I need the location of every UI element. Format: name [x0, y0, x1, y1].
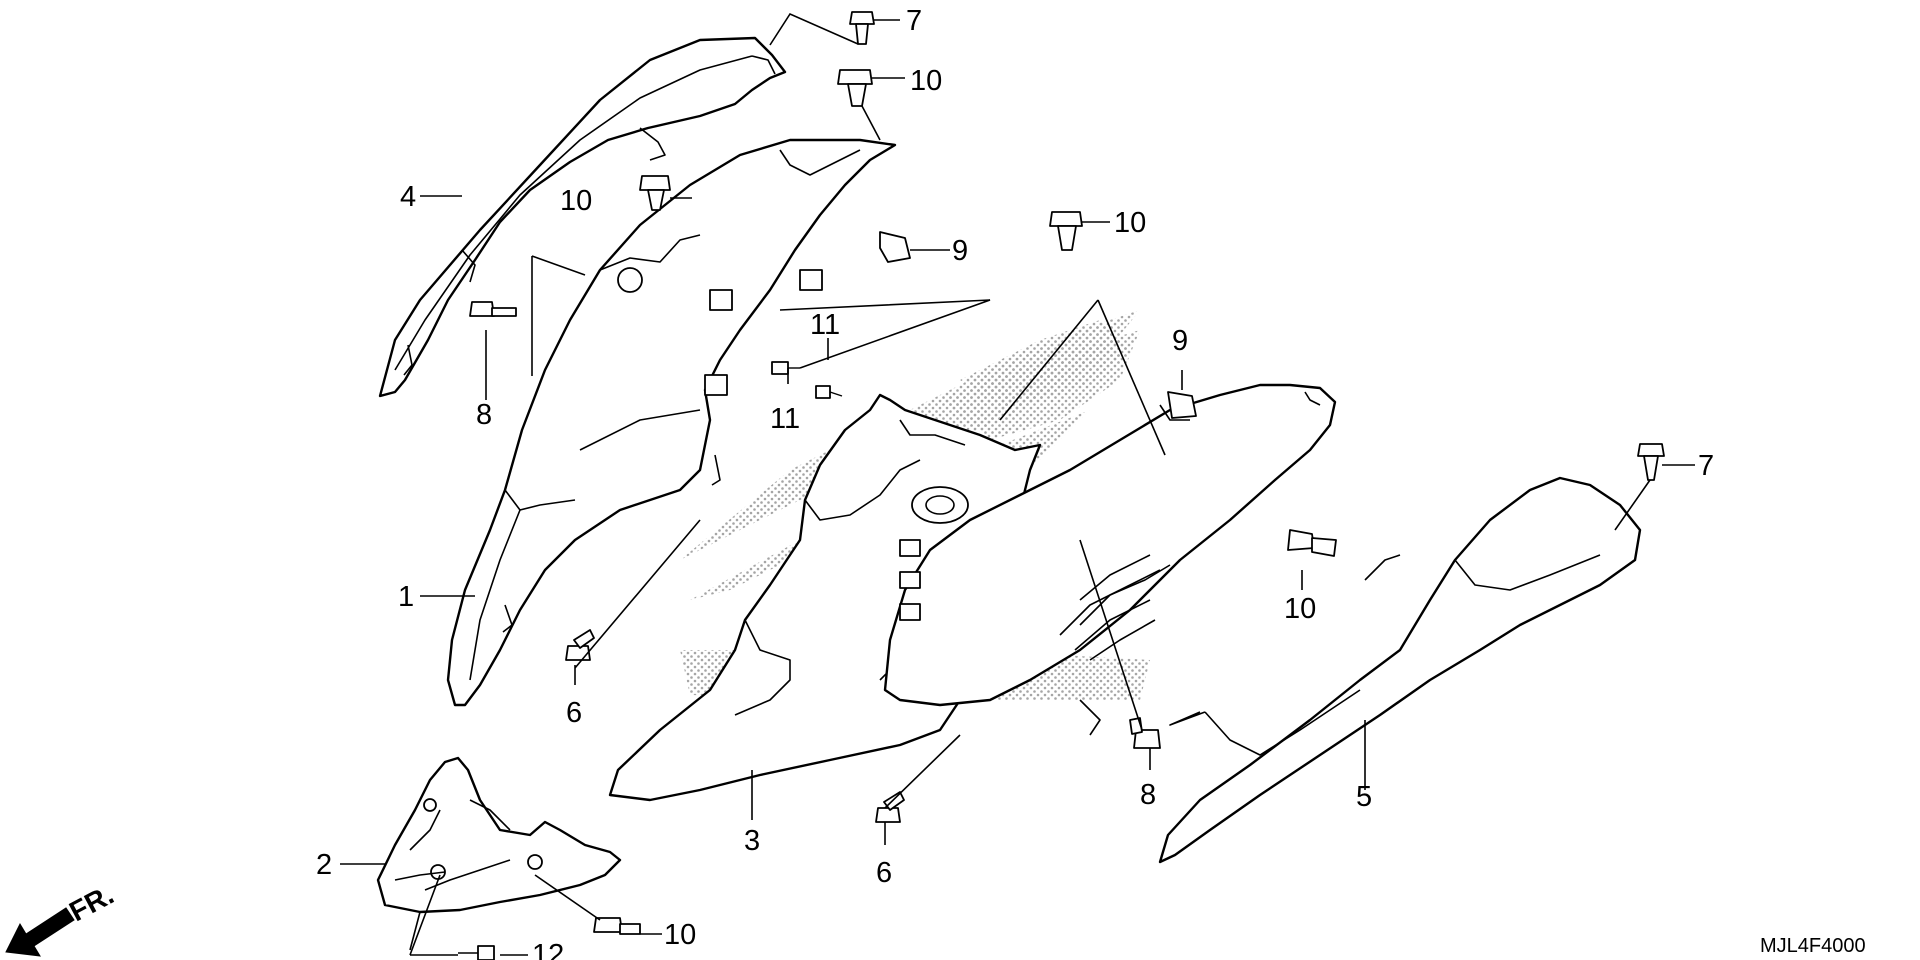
bolt-8-right — [1129, 717, 1161, 749]
callout-11-bottom: 11 — [770, 403, 800, 435]
callout-2: 2 — [316, 849, 332, 881]
clip-10-top — [837, 69, 873, 107]
bolt-8-left — [469, 301, 517, 317]
part-5-side-cover — [1158, 476, 1642, 864]
leader-lines — [340, 12, 1695, 956]
callout-7-top: 7 — [906, 5, 922, 37]
clip-10-right — [1287, 529, 1337, 557]
screw-11-left — [771, 361, 800, 375]
bolt-6-right — [875, 791, 905, 823]
callout-4: 4 — [400, 181, 416, 213]
callout-9-left: 9 — [952, 235, 968, 267]
screw-11-right — [815, 385, 843, 399]
part-1-front-cover — [446, 138, 897, 707]
callout-11-top: 11 — [810, 309, 840, 341]
callout-1: 1 — [398, 581, 414, 613]
callout-10-left: 10 — [560, 185, 592, 217]
nut-9-left — [879, 231, 911, 263]
bolt-7-right — [1637, 443, 1665, 481]
part-4-upper-cover — [378, 36, 787, 398]
clip-10-center — [1049, 211, 1083, 251]
part-3-side-panel — [883, 383, 1337, 736]
callout-5: 5 — [1356, 781, 1372, 813]
callout-8-left: 8 — [476, 399, 492, 431]
screw-12 — [458, 945, 495, 960]
callout-8-right: 8 — [1140, 779, 1156, 811]
callout-10-top: 10 — [910, 65, 942, 97]
callout-3: 3 — [744, 825, 760, 857]
bolt-7-top — [849, 11, 875, 45]
callout-6-right: 6 — [876, 857, 892, 889]
diagram-code: MJL4F4000 — [1760, 935, 1866, 957]
part-2-lower-cover — [376, 756, 622, 914]
callout-12: 12 — [532, 939, 564, 960]
callout-10-right: 10 — [1284, 593, 1316, 625]
nut-9-right — [1167, 391, 1197, 419]
front-arrow-icon — [5, 907, 75, 957]
bolt-6-left — [565, 629, 595, 661]
clip-10-bottom — [593, 917, 641, 935]
callout-7-right: 7 — [1698, 450, 1714, 482]
callouts: 1 2 3 4 5 6 6 7 7 8 8 9 9 10 10 10 10 10… — [316, 5, 1714, 960]
callout-6-left: 6 — [566, 697, 582, 729]
callout-10-center: 10 — [1114, 207, 1146, 239]
callout-9-right: 9 — [1172, 325, 1188, 357]
callout-10-bottom: 10 — [664, 919, 696, 951]
clip-10-left — [639, 175, 671, 211]
